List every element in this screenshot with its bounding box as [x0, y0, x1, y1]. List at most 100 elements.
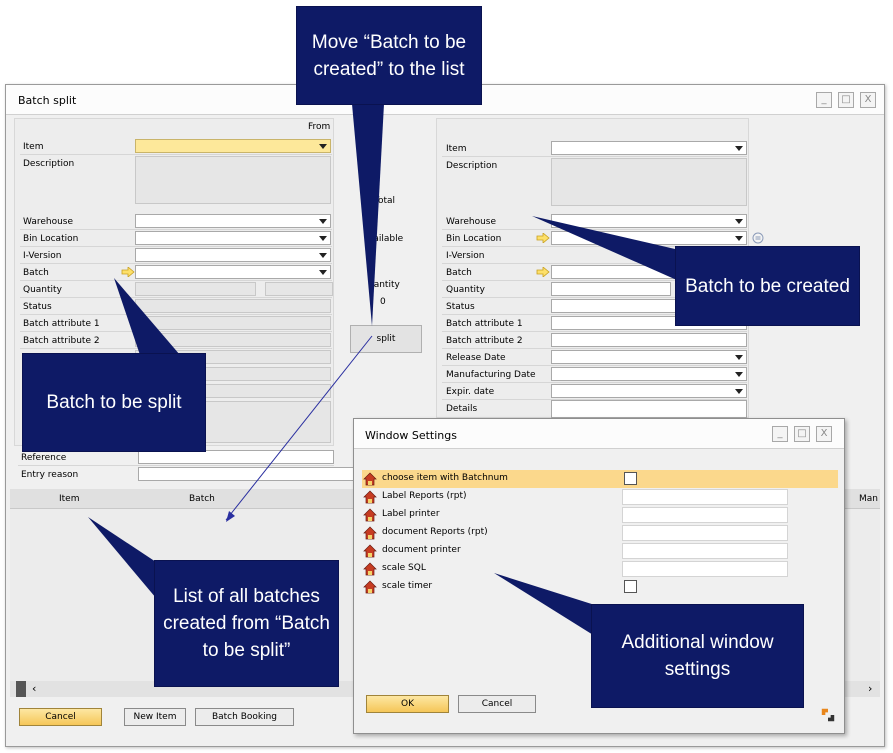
- to-batch-attr2-label: Batch attribute 2: [446, 336, 523, 346]
- to-manufacturing-date-select[interactable]: [551, 367, 747, 381]
- house-settings-icon: [363, 472, 377, 486]
- reference-field[interactable]: [138, 450, 334, 464]
- divider: [442, 382, 747, 383]
- close-button[interactable]: X: [860, 92, 876, 108]
- from-batch-select[interactable]: [135, 265, 331, 279]
- column-header-man[interactable]: Man: [859, 494, 878, 504]
- ws-maximize-button[interactable]: □: [794, 426, 810, 442]
- chevron-down-icon: [735, 355, 743, 360]
- to-quantity-field[interactable]: [551, 282, 671, 296]
- to-i-version-label: I-Version: [446, 251, 485, 261]
- chevron-down-icon: [319, 270, 327, 275]
- link-arrow-icon[interactable]: [536, 267, 550, 277]
- ws-row-document-printer[interactable]: document printer: [362, 542, 838, 560]
- entry-reason-field[interactable]: [138, 467, 368, 481]
- ws-row-scale-timer[interactable]: scale timer: [362, 578, 838, 596]
- divider: [442, 314, 747, 315]
- divider: [442, 156, 747, 157]
- from-warehouse-label: Warehouse: [23, 217, 74, 227]
- maximize-button[interactable]: □: [838, 92, 854, 108]
- quantity-value: 0: [380, 297, 386, 307]
- to-warehouse-select[interactable]: [551, 214, 747, 228]
- total-label: Total: [374, 196, 396, 206]
- scroll-right-icon[interactable]: ›: [868, 682, 873, 695]
- from-quantity-label: Quantity: [23, 285, 62, 295]
- to-bin-location-select[interactable]: [551, 231, 747, 245]
- ws-row-label: choose item with Batchnum: [382, 473, 508, 483]
- bin-info-icon[interactable]: [752, 232, 764, 244]
- ws-row-choose-item[interactable]: choose item with Batchnum: [362, 470, 838, 488]
- to-details-label: Details: [446, 404, 478, 414]
- from-i-version-select[interactable]: [135, 248, 331, 262]
- ws-cancel-button[interactable]: Cancel: [458, 695, 536, 713]
- scale-timer-checkbox[interactable]: [624, 580, 637, 593]
- divider: [442, 229, 747, 230]
- divider: [20, 263, 332, 264]
- ws-row-scale-sql[interactable]: scale SQL: [362, 560, 838, 578]
- ws-row-document-reports[interactable]: document Reports (rpt): [362, 524, 838, 542]
- column-header-batch[interactable]: Batch: [189, 494, 215, 504]
- callout-list-of-batches: List of all batches created from “Batch …: [154, 560, 339, 687]
- available-label: vailable: [368, 234, 404, 244]
- ws-ok-button[interactable]: OK: [366, 695, 449, 713]
- divider: [20, 297, 332, 298]
- from-batch-label: Batch: [23, 268, 49, 278]
- document-printer-field[interactable]: [622, 543, 788, 559]
- label-printer-field[interactable]: [622, 507, 788, 523]
- chevron-down-icon: [319, 236, 327, 241]
- ws-row-label-printer[interactable]: Label printer: [362, 506, 838, 524]
- callout-additional-settings: Additional window settings: [591, 604, 804, 708]
- divider: [442, 365, 747, 366]
- to-expir-date-select[interactable]: [551, 384, 747, 398]
- from-bin-location-label: Bin Location: [23, 234, 79, 244]
- divider: [20, 229, 332, 230]
- divider: [442, 399, 747, 400]
- to-status-label: Status: [446, 302, 475, 312]
- link-arrow-icon[interactable]: [121, 267, 135, 277]
- chevron-down-icon: [319, 144, 327, 149]
- scale-sql-field[interactable]: [622, 561, 788, 577]
- ws-close-button[interactable]: X: [816, 426, 832, 442]
- chevron-down-icon: [735, 389, 743, 394]
- to-release-date-label: Release Date: [446, 353, 506, 363]
- ws-row-label-reports[interactable]: Label Reports (rpt): [362, 488, 838, 506]
- from-item-label: Item: [23, 142, 44, 152]
- callout-move-batch: Move “Batch to be created” to the list: [296, 6, 482, 105]
- to-batch-field[interactable]: [551, 265, 681, 279]
- from-item-select[interactable]: [135, 139, 331, 153]
- ws-row-label: Label Reports (rpt): [382, 491, 467, 501]
- to-bin-location-label: Bin Location: [446, 234, 502, 244]
- to-status-field[interactable]: [551, 299, 681, 313]
- to-release-date-select[interactable]: [551, 350, 747, 364]
- ws-row-label: document printer: [382, 545, 461, 555]
- new-item-button[interactable]: New Item: [124, 708, 186, 726]
- to-item-select[interactable]: [551, 141, 747, 155]
- label-reports-field[interactable]: [622, 489, 788, 505]
- from-batch-attr2-label: Batch attribute 2: [23, 336, 100, 346]
- split-button[interactable]: split: [350, 325, 422, 353]
- ws-row-label: document Reports (rpt): [382, 527, 488, 537]
- to-item-label: Item: [446, 144, 467, 154]
- from-quantity-field: [135, 282, 256, 296]
- minimize-button[interactable]: _: [816, 92, 832, 108]
- from-batch-attr1-field: [135, 316, 331, 330]
- to-details-field[interactable]: [551, 400, 747, 418]
- from-batch-attr1-label: Batch attribute 1: [23, 319, 100, 329]
- document-reports-field[interactable]: [622, 525, 788, 541]
- batch-booking-button[interactable]: Batch Booking: [195, 708, 294, 726]
- cancel-button[interactable]: Cancel: [19, 708, 102, 726]
- to-batch-attr2-field[interactable]: [551, 333, 747, 347]
- link-arrow-icon[interactable]: [536, 233, 550, 243]
- from-batch-attr2-field: [135, 333, 331, 347]
- from-bin-location-select[interactable]: [135, 231, 331, 245]
- from-warehouse-select[interactable]: [135, 214, 331, 228]
- from-header: From: [308, 122, 331, 132]
- column-header-item[interactable]: Item: [59, 494, 80, 504]
- entry-reason-label: Entry reason: [21, 470, 79, 480]
- scroll-left-icon[interactable]: ‹: [32, 682, 37, 695]
- from-i-version-label: I-Version: [23, 251, 62, 261]
- house-settings-icon: [363, 490, 377, 504]
- scrollbar-thumb[interactable]: [16, 681, 26, 697]
- choose-item-checkbox[interactable]: [624, 472, 637, 485]
- ws-minimize-button[interactable]: _: [772, 426, 788, 442]
